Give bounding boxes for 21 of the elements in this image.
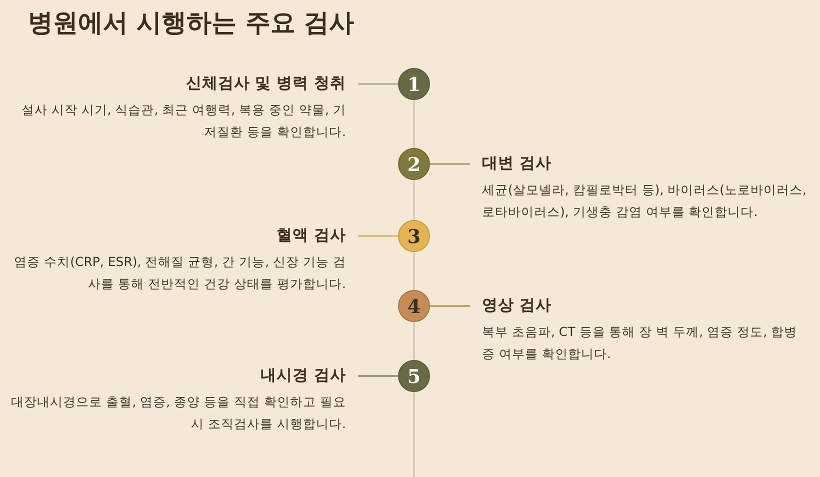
- step-heading: 혈액 검사: [276, 225, 346, 246]
- step-heading: 대변 검사: [482, 153, 552, 174]
- connector-line: [358, 235, 398, 237]
- step-heading: 영상 검사: [482, 295, 552, 316]
- step-description: 대장내시경으로 출혈, 염증, 종양 등을 직접 확인하고 필요시 조직검사를 시행합니다.: [10, 393, 346, 433]
- step-description: 설사 시작 시기, 식습관, 최근 여행력, 복용 중인 약물, 기저질환 등을 확인합니다.: [20, 101, 346, 141]
- diagram-title: 병원에서 시행하는 주요 검사: [28, 7, 354, 39]
- step-description: 복부 초음파, CT 등을 통해 장 벽 두께, 염증 정도, 합병증 여부를 확인합니다.: [482, 323, 798, 363]
- step-number-circle: 2: [398, 148, 430, 180]
- step-number-circle: 3: [398, 220, 430, 252]
- step-description: 세균(살모넬라, 캄필로박터 등), 바이러스(노로바이러스, 로타바이러스), 기생충 감염 여부를 확인합니다.: [482, 181, 808, 221]
- connector-line: [358, 83, 398, 85]
- connector-line: [430, 305, 470, 307]
- step-heading: 신체검사 및 병력 청취: [186, 73, 346, 94]
- step-number-circle: 4: [398, 290, 430, 322]
- step-heading: 내시경 검사: [260, 365, 346, 386]
- step-number-circle: 1: [398, 68, 430, 100]
- connector-line: [430, 163, 470, 165]
- step-number-circle: 5: [398, 360, 430, 392]
- connector-line: [358, 375, 398, 377]
- step-description: 염증 수치(CRP, ESR), 전해질 균형, 간 기능, 신장 기능 검사를 통해 전반적인 건강 상태를 평가합니다.: [13, 253, 346, 293]
